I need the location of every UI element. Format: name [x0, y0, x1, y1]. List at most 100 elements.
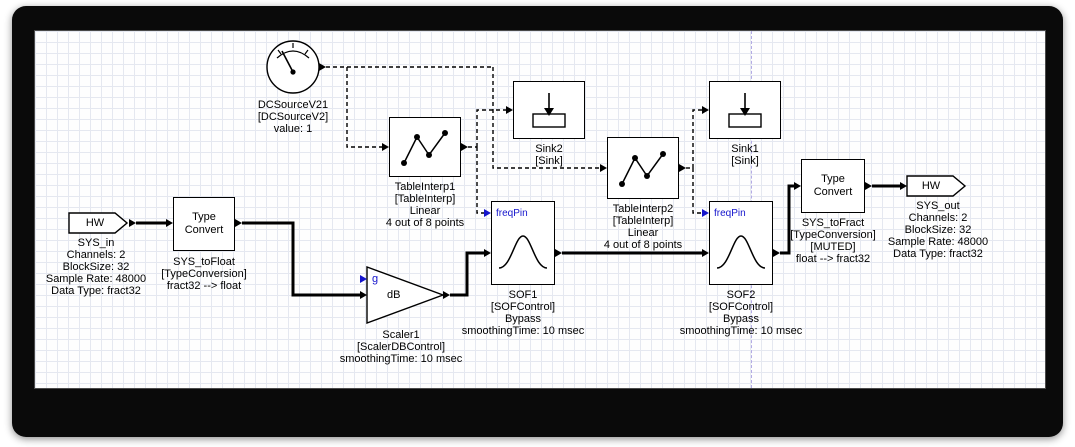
- block-sof1[interactable]: freqPin: [491, 201, 555, 285]
- gauge-meter-icon: [276, 43, 310, 75]
- label-line: 4 out of 8 points: [603, 239, 683, 251]
- window-frame: HW HW Type Convert: [12, 6, 1063, 437]
- pin-tableinterp2-out[interactable]: [679, 164, 686, 172]
- sink-arrow-box-icon: [532, 93, 566, 128]
- design-canvas[interactable]: HW HW Type Convert: [34, 30, 1046, 389]
- label-line: [TypeConversion]: [161, 268, 247, 280]
- pin-dcsource-out[interactable]: [319, 63, 326, 71]
- label-line: value: 1: [273, 123, 313, 135]
- pin-sysfract-in[interactable]: [794, 182, 801, 190]
- hw-output-label: SYS_out Channels: 2 BlockSize: 32 Sample…: [888, 200, 988, 260]
- pin-sof2-in[interactable]: [702, 249, 709, 257]
- box-line: Type: [821, 173, 845, 185]
- block-dcsourcev21[interactable]: [266, 40, 320, 94]
- label-line: fract32 --> float: [166, 280, 242, 292]
- pin-scaler1-out[interactable]: [443, 291, 450, 299]
- wire-tableinterp2-to-sof2-freqpin[interactable]: [692, 168, 702, 214]
- label-line: BlockSize: 32: [904, 224, 972, 236]
- wire-tableinterp2-to-sink1[interactable]: [692, 109, 702, 168]
- block-sys-tofract[interactable]: Type Convert: [801, 159, 865, 213]
- pin-tableinterp1-out[interactable]: [461, 143, 468, 151]
- hw-input-tag: HW: [85, 217, 105, 229]
- scaler1-label: Scaler1 [ScalerDBControl] smoothingTime:…: [340, 329, 462, 365]
- bell-curve-icon: [716, 235, 766, 269]
- wire-sysfloat-to-scaler1[interactable]: [242, 221, 360, 297]
- pin-sof1-freqpin[interactable]: [484, 209, 491, 217]
- label-line: Sample Rate: 48000: [45, 273, 147, 285]
- scaler1-gain-label: g: [372, 273, 379, 285]
- sink2-label: Sink2 [Sink]: [535, 143, 563, 167]
- box-line: Type: [192, 211, 216, 223]
- label-line: BlockSize: 32: [62, 261, 130, 273]
- label-line: [TypeConversion]: [790, 229, 876, 241]
- sys-tofloat-label: SYS_toFloat [TypeConversion] fract32 -->…: [161, 256, 247, 292]
- pin-sink2-in[interactable]: [506, 106, 513, 114]
- label-line: SYS_out: [916, 200, 960, 212]
- wire-tableinterp1-to-sink2[interactable]: [476, 109, 506, 147]
- interpolation-points-icon: [619, 151, 666, 187]
- label-line: TableInterp1: [394, 181, 456, 193]
- sink1-label: Sink1 [Sink]: [731, 143, 759, 167]
- label-line: [SOFControl]: [708, 301, 774, 313]
- sink-arrow-box-icon: [728, 93, 762, 128]
- label-line: SYS_toFract: [801, 217, 865, 229]
- label-line: Linear: [627, 227, 659, 239]
- label-line: DCSourceV21: [257, 99, 329, 111]
- label-line: Sink2: [535, 143, 563, 155]
- pin-scaler1-gain[interactable]: [360, 275, 367, 283]
- tableinterp1-label: TableInterp1 [TableInterp] Linear 4 out …: [386, 181, 464, 229]
- block-scaler1[interactable]: [366, 265, 446, 325]
- label-line: TableInterp2: [612, 203, 674, 215]
- sof1-label: SOF1 [SOFControl] Bypass smoothingTime: …: [462, 289, 584, 337]
- scaler1-unit-label: dB: [387, 289, 401, 301]
- wire-tableinterp1-to-sof1-freqpin[interactable]: [476, 147, 484, 214]
- pin-sof2-out[interactable]: [773, 249, 780, 257]
- tableinterp2-label: TableInterp2 [TableInterp] Linear 4 out …: [604, 203, 682, 251]
- block-sys-tofloat[interactable]: Type Convert: [173, 197, 235, 251]
- pin-sysfloat-in[interactable]: [166, 219, 173, 227]
- label-line: smoothingTime: 10 msec: [679, 325, 803, 337]
- label-line: smoothingTime: 10 msec: [339, 353, 463, 365]
- pin-sysfract-out[interactable]: [865, 182, 872, 190]
- wire-dcsource-to-tableinterp1[interactable]: [346, 67, 382, 148]
- label-line: Sample Rate: 48000: [887, 236, 989, 248]
- label-line: Data Type: fract32: [893, 248, 983, 260]
- block-sink2[interactable]: [513, 81, 585, 139]
- pin-sink1-in[interactable]: [702, 106, 709, 114]
- block-sink1[interactable]: [709, 81, 781, 139]
- label-line: [Sink]: [535, 155, 563, 167]
- label-line: Bypass: [504, 313, 542, 325]
- label-line: [DCSourceV2]: [257, 111, 329, 123]
- label-line: Channels: 2: [908, 212, 968, 224]
- label-line: [MUTED]: [810, 241, 856, 253]
- label-line: [ScalerDBControl]: [356, 341, 446, 353]
- label-line: Scaler1: [382, 329, 420, 341]
- label-line: SOF2: [726, 289, 756, 301]
- sof1-freqpin-label: freqPin: [496, 208, 528, 219]
- label-line: Sink1: [731, 143, 759, 155]
- bell-curve-icon: [498, 235, 548, 269]
- label-line: [TableInterp]: [394, 193, 456, 205]
- block-sof2[interactable]: freqPin: [709, 201, 773, 285]
- box-line: Convert: [184, 224, 224, 236]
- pin-scaler1-in[interactable]: [360, 291, 367, 299]
- pin-sof1-in[interactable]: [484, 249, 491, 257]
- dcsource-label: DCSourceV21 [DCSourceV2] value: 1: [258, 99, 328, 135]
- pin-sof1-out[interactable]: [555, 249, 562, 257]
- pin-sysfloat-out[interactable]: [235, 219, 242, 227]
- label-line: Bypass: [722, 313, 760, 325]
- pin-sof2-freqpin[interactable]: [702, 209, 709, 217]
- pin-hwout-in[interactable]: [900, 182, 907, 190]
- block-tableinterp2[interactable]: [607, 137, 679, 199]
- pin-tableinterp1-in[interactable]: [382, 143, 389, 151]
- label-line: Channels: 2: [66, 249, 126, 261]
- block-tableinterp1[interactable]: [389, 117, 461, 177]
- label-line: [TableInterp]: [612, 215, 674, 227]
- hw-output-tag: HW: [921, 180, 941, 192]
- sof2-freqpin-label: freqPin: [714, 208, 746, 219]
- pin-hwin-out[interactable]: [129, 219, 136, 227]
- label-line: [SOFControl]: [490, 301, 556, 313]
- label-line: Linear: [409, 205, 441, 217]
- pin-tableinterp2-in[interactable]: [600, 164, 607, 172]
